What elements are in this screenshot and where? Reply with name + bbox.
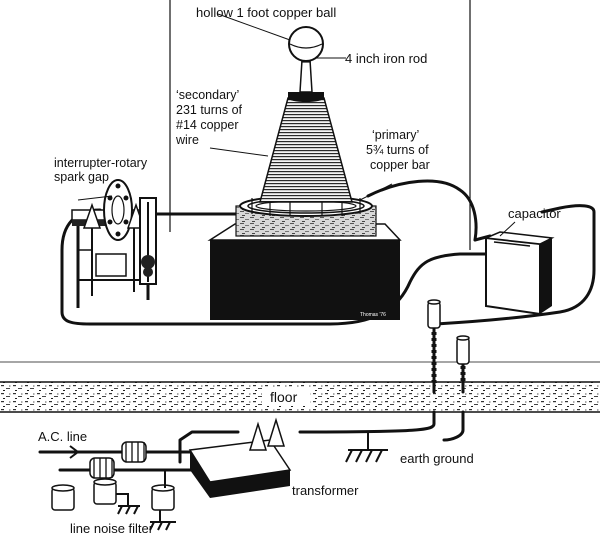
coil-base: Thomas '76 [207, 195, 402, 320]
feedthrough-insulators [427, 299, 470, 382]
label-floor: floor [270, 389, 298, 405]
earth-ground [345, 432, 388, 463]
label-primary-1: ‘primary’ [372, 128, 420, 142]
line-noise-filter [51, 441, 176, 531]
floor-slab [0, 381, 600, 413]
secondary-coil [259, 92, 353, 203]
rotary-spark-gap [71, 179, 157, 308]
capacitor [483, 231, 555, 316]
label-copper-ball: hollow 1 foot copper ball [196, 5, 337, 20]
svg-text:Thomas '76: Thomas '76 [360, 312, 386, 318]
label-primary-2: 5¾ turns of [366, 143, 429, 157]
label-ac-line: A.C. line [38, 429, 88, 444]
label-secondary-3: #14 copper [176, 118, 239, 132]
room-walls [0, 0, 600, 363]
transformer [188, 417, 292, 498]
top-terminal [288, 26, 324, 93]
wiring [38, 179, 596, 472]
label-line-noise-filter: line noise filter [70, 521, 154, 536]
label-primary-3: copper bar [370, 158, 430, 172]
label-iron-rod: 4 inch iron rod [345, 51, 428, 66]
pointer-lines [77, 13, 516, 237]
label-interrupter-2: spark gap [54, 170, 109, 184]
label-interrupter-1: interrupter-rotary [54, 156, 148, 170]
label-transformer: transformer [292, 483, 359, 498]
label-earth-ground: earth ground [400, 451, 474, 466]
label-capacitor: capacitor [508, 206, 561, 221]
label-secondary-1: ‘secondary’ [176, 88, 240, 102]
label-secondary-2: 231 turns of [176, 103, 243, 117]
label-secondary-4: wire [176, 133, 199, 147]
